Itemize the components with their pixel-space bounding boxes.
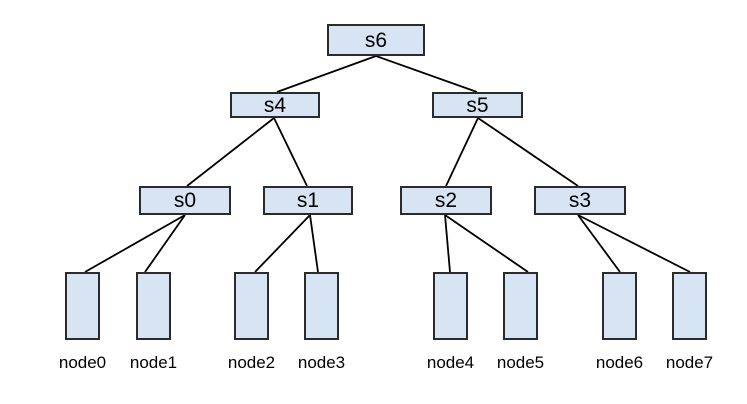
tree-leaf-caption-node1: node1	[129, 353, 178, 372]
tree-leaf-caption-node7: node7	[665, 353, 714, 372]
tree-node-label-s3: s3	[568, 189, 592, 212]
tree-leaf-caption-node2: node2	[227, 353, 276, 372]
tree-edge-s4-s0	[186, 117, 275, 187]
tree-leaf-node6[interactable]	[602, 272, 637, 340]
tree-leaf-caption-node5: node5	[496, 353, 545, 372]
tree-node-s2[interactable]: s2	[400, 186, 492, 215]
tree-node-s3[interactable]: s3	[534, 186, 626, 215]
tree-node-label-s1: s1	[296, 189, 320, 212]
tree-edge-s1-node2	[254, 214, 311, 273]
tree-leaf-caption-node3: node3	[297, 353, 346, 372]
tree-node-label-s2: s2	[434, 189, 458, 212]
tree-node-label-s4: s4	[263, 93, 287, 117]
tree-leaf-node0[interactable]	[65, 272, 100, 340]
tree-node-s1[interactable]: s1	[263, 186, 353, 215]
tree-edge-s4-s1	[273, 117, 308, 187]
tree-leaf-node3[interactable]	[304, 272, 339, 340]
tree-edge-s6-s5	[375, 55, 478, 93]
tree-edge-s5-s2	[445, 117, 479, 187]
tree-node-s5[interactable]: s5	[432, 92, 523, 118]
tree-node-s0[interactable]: s0	[139, 186, 231, 215]
tree-leaf-node4[interactable]	[433, 272, 468, 340]
tree-leaf-node1[interactable]	[136, 272, 171, 340]
tree-leaf-caption-node4: node4	[426, 353, 475, 372]
tree-node-label-s5: s5	[466, 93, 489, 117]
tree-leaf-node5[interactable]	[503, 272, 538, 340]
tree-edge-s6-s4	[276, 55, 377, 93]
tree-leaf-node7[interactable]	[672, 272, 707, 340]
tree-edge-s1-node3	[309, 214, 319, 273]
tree-edge-s2-node4	[444, 214, 451, 273]
tree-leaf-caption-node0: node0	[58, 353, 107, 372]
tree-leaf-caption-node6: node6	[595, 353, 644, 372]
tree-edge-s5-s3	[477, 117, 579, 187]
tree-node-label-s0: s0	[173, 189, 197, 212]
tree-node-s4[interactable]: s4	[230, 92, 320, 118]
tree-edge-s2-node5	[444, 214, 529, 273]
tree-leaf-node2[interactable]	[234, 272, 269, 340]
tree-edge-s3-node7	[577, 214, 691, 273]
tree-edge-s3-node6	[577, 214, 621, 273]
tree-node-s6[interactable]: s6	[327, 24, 425, 56]
tree-node-label-s6: s6	[364, 28, 388, 52]
tree-edge-s0-node0	[84, 214, 186, 273]
tree-edge-s0-node1	[144, 214, 186, 273]
